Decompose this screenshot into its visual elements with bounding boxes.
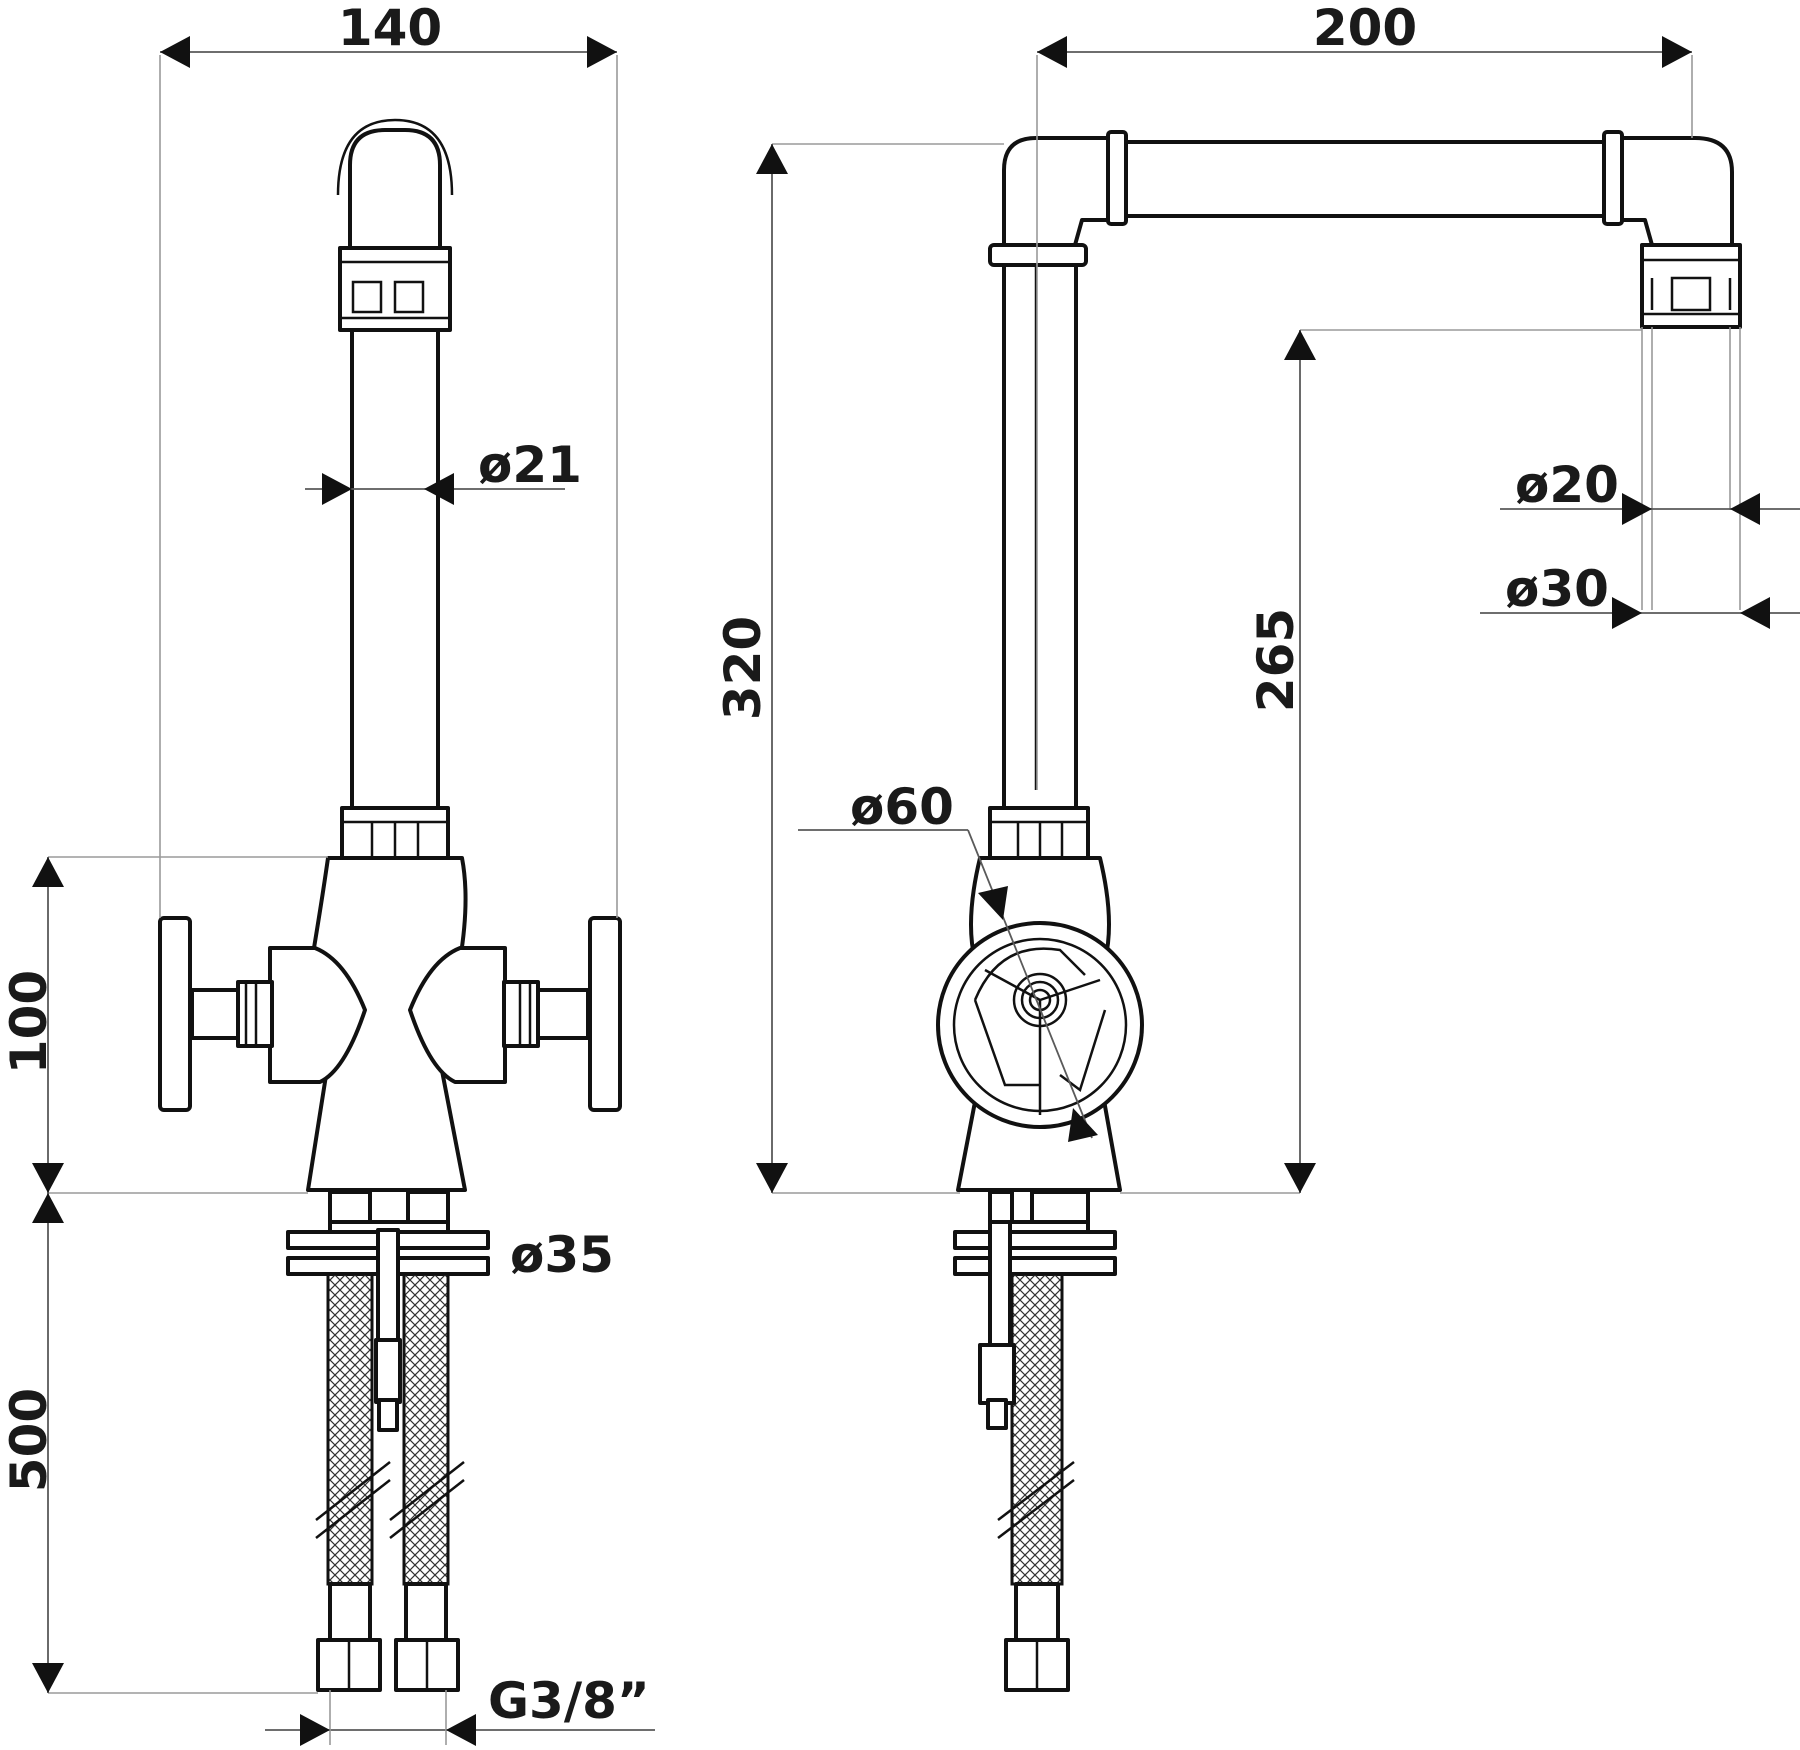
front-left-handle (158, 916, 192, 1112)
label-height-spout: 265 (1247, 608, 1305, 712)
front-valve-body (306, 856, 468, 1192)
label-reach: 200 (1313, 0, 1417, 57)
dimension-labels: 140 200 320 265 100 500 ø21 ø20 ø30 ø60 … (0, 0, 1619, 1730)
side-spout-tube (1002, 263, 1078, 812)
label-dia-outlet-inner: ø20 (1515, 456, 1619, 514)
label-dia-base: ø35 (510, 1226, 614, 1284)
label-height-total: 320 (714, 616, 772, 720)
label-width-front: 140 (338, 0, 442, 57)
front-left-valve-block (268, 946, 367, 1084)
front-hose-right (402, 1272, 450, 1586)
side-mount-washer-bottom (953, 1256, 1117, 1276)
label-thread: G3/8” (488, 1672, 650, 1730)
side-left-elbow (1002, 136, 1122, 247)
side-right-elbow (1610, 136, 1734, 247)
label-dia-outlet-outer: ø30 (1505, 560, 1609, 618)
label-hose-length: 500 (0, 1388, 58, 1492)
label-dia-tube: ø21 (478, 436, 582, 494)
side-view (936, 130, 1742, 1692)
front-view (158, 118, 622, 1692)
dimension-lines (32, 36, 1800, 1746)
front-hose-left (326, 1272, 374, 1586)
side-spout-horizontal (1118, 140, 1612, 218)
label-height-body: 100 (0, 970, 58, 1074)
side-mount-washer-top (953, 1230, 1117, 1250)
side-hose (1010, 1272, 1064, 1586)
front-right-valve-block (408, 946, 507, 1084)
front-spout-bend (348, 128, 442, 252)
label-dia-handle: ø60 (850, 778, 954, 836)
front-spout-tube (350, 328, 440, 812)
front-right-handle (588, 916, 622, 1112)
